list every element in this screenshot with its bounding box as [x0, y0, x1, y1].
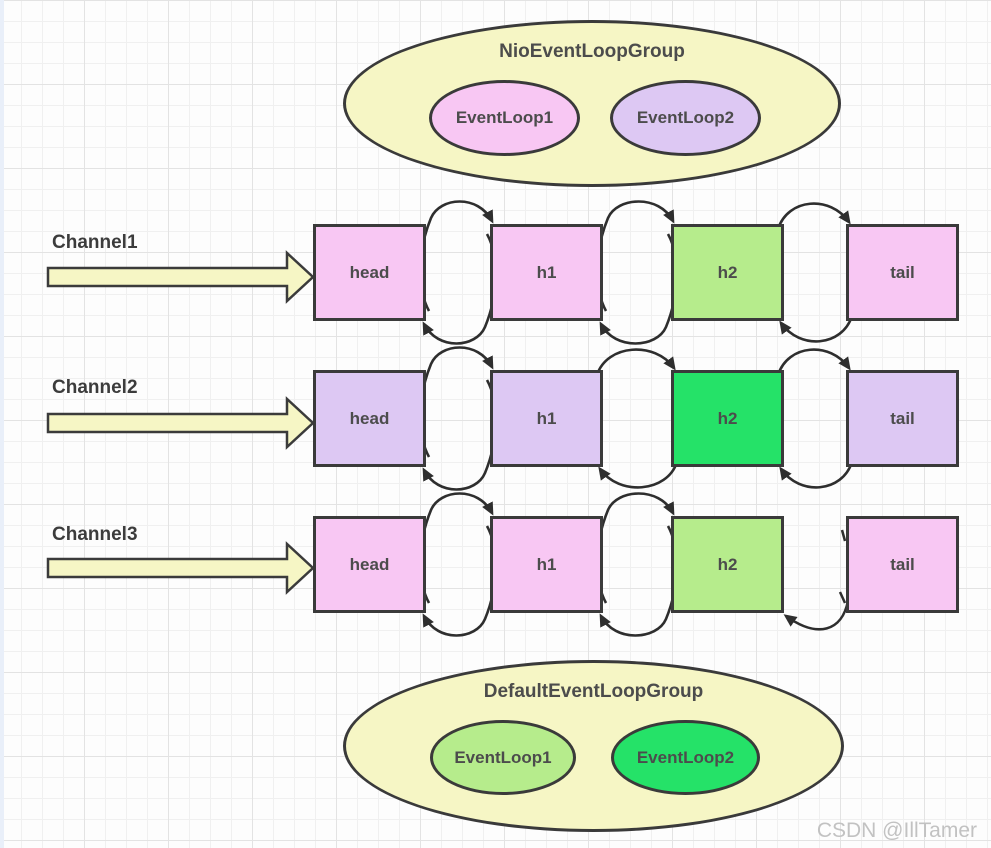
cycle-arrow-bottom: [598, 461, 679, 489]
cycle-arrow-bottom: [779, 315, 854, 343]
handler-box: h1: [490, 516, 603, 613]
stray-mark: [840, 529, 847, 542]
nio-event-loop-group: NioEventLoopGroup EventLoop1 EventLoop2: [343, 20, 841, 187]
cycle-arrow-bottom: [779, 461, 854, 489]
channel1-arrow: [46, 250, 315, 304]
handler-box: head: [313, 224, 426, 321]
cycle-arrow-top: [418, 200, 494, 312]
cycle-arrow-bottom: [422, 233, 498, 345]
event-loop-node: EventLoop1: [430, 720, 576, 795]
channel-label: Channel3: [52, 524, 138, 545]
handler-box: h1: [490, 224, 603, 321]
handler-box: h2: [671, 516, 784, 613]
group-title: DefaultEventLoopGroup: [483, 681, 704, 702]
handler-box: head: [313, 516, 426, 613]
handler-box: tail: [846, 224, 959, 321]
cycle-arrow-top: [776, 202, 851, 230]
cycle-arrow-top: [776, 348, 851, 376]
channel-label: Channel1: [52, 232, 138, 253]
cycle-arrow-bottom: [422, 379, 498, 491]
handler-box: h2: [671, 224, 784, 321]
event-loop-node: EventLoop2: [611, 720, 760, 795]
cycle-arrow-bottom: [422, 525, 498, 637]
stray-mark: [838, 591, 847, 604]
cycle-arrow-bottom: [599, 525, 679, 637]
cycle-arrow-top: [595, 348, 676, 376]
channel-label: Channel2: [52, 377, 138, 398]
handler-box: tail: [846, 516, 959, 613]
event-loop-node: EventLoop1: [429, 80, 580, 156]
handler-box: tail: [846, 370, 959, 467]
cycle-arrow-bottom: [599, 233, 679, 345]
cycle-arrow-top: [595, 200, 675, 312]
handler-box: head: [313, 370, 426, 467]
handler-box: h2: [671, 370, 784, 467]
group-title: NioEventLoopGroup: [499, 41, 685, 62]
cycle-arrow-top: [595, 492, 675, 604]
cycle-arrow-bottom: [783, 600, 850, 631]
handler-box: h1: [490, 370, 603, 467]
cycle-arrow-top: [418, 492, 494, 604]
watermark: CSDN @IllTamer: [816, 819, 977, 842]
event-loop-node: EventLoop2: [610, 80, 761, 156]
default-event-loop-group: DefaultEventLoopGroup EventLoop1 EventLo…: [343, 660, 844, 832]
left-edge-strip: [0, 0, 4, 848]
cycle-arrow-top: [418, 346, 494, 458]
channel3-arrow: [46, 541, 315, 595]
channel2-arrow: [46, 396, 315, 450]
